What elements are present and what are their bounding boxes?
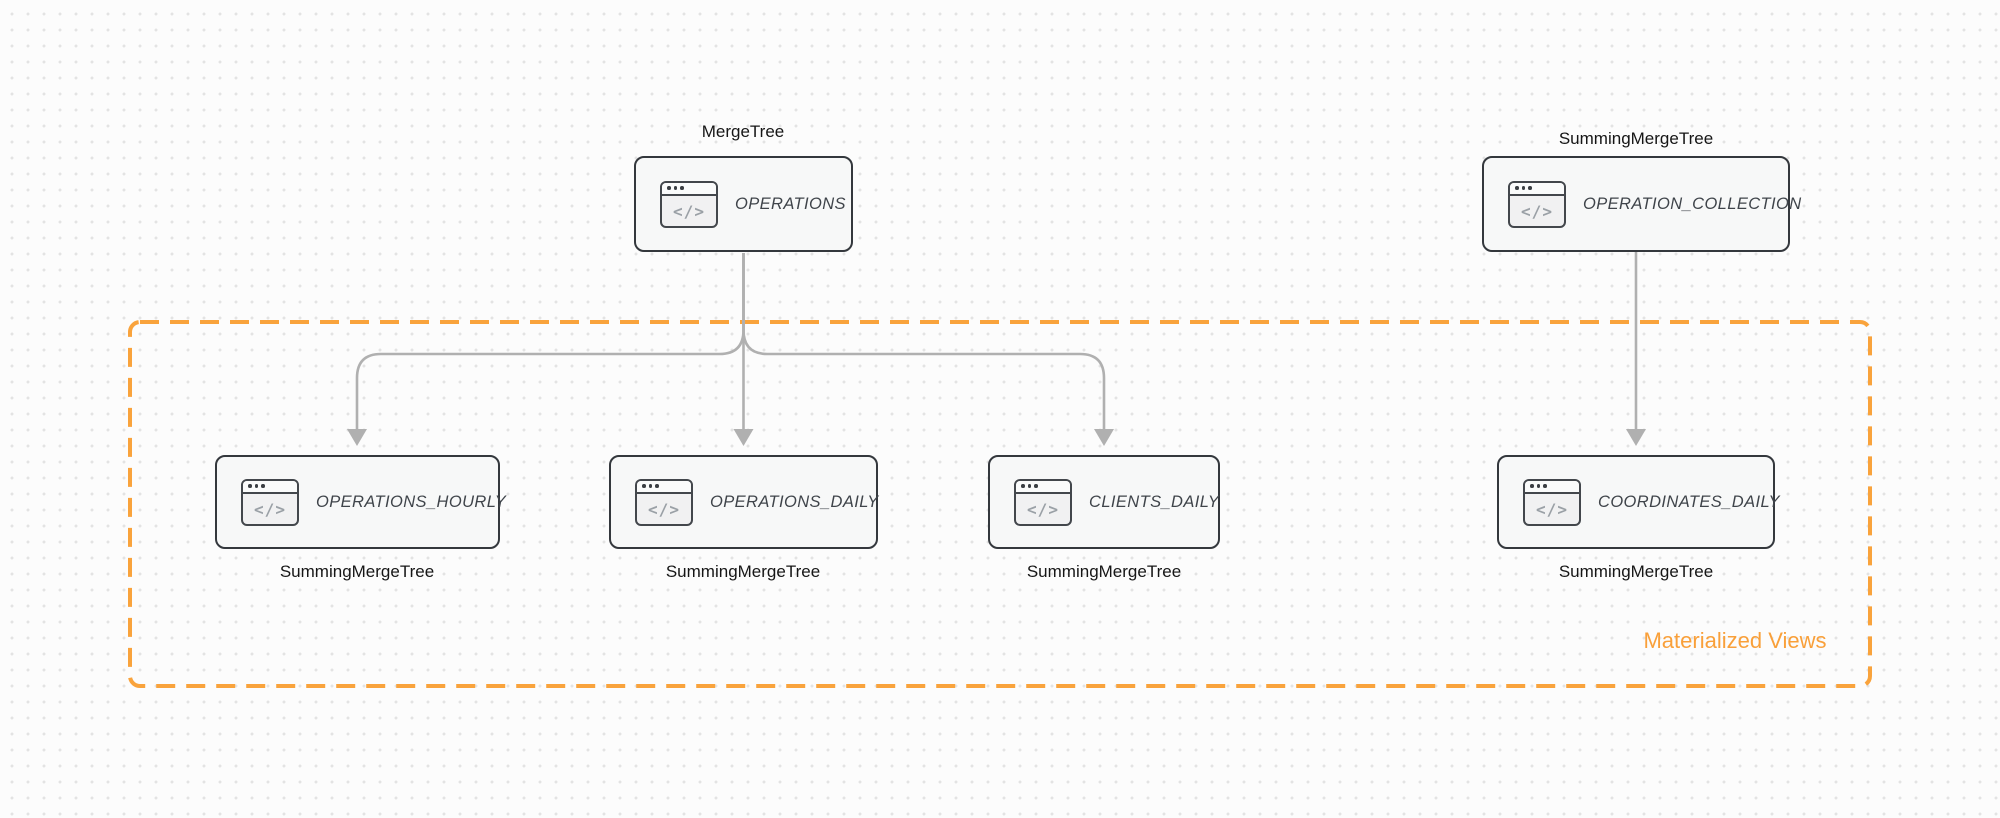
node-title: OPERATIONS_DAILY (710, 492, 879, 511)
arrowhead-daily (733, 429, 754, 446)
code-glyph: </> (254, 500, 286, 519)
node-title: OPERATIONS_HOURLY (316, 492, 507, 511)
code-window-icon: </> (660, 180, 718, 228)
node-title: OPERATIONS (735, 194, 846, 213)
engine-label-operations-daily: SummingMergeTree (665, 562, 821, 581)
engine-label-operations: MergeTree (701, 122, 785, 141)
arrow-operations-to-clients (742, 253, 1106, 429)
arrowhead-coordinates (1626, 429, 1646, 446)
node-title: COORDINATES_DAILY (1598, 492, 1780, 511)
code-window-icon: </> (241, 478, 299, 526)
code-glyph: </> (1521, 202, 1553, 221)
engine-label-operation-collection: SummingMergeTree (1558, 129, 1714, 148)
arrowhead-clients (1094, 429, 1114, 446)
code-window-icon: </> (635, 478, 693, 526)
window-dots (662, 182, 716, 196)
node-operation-collection[interactable]: </> OPERATION_COLLECTION (1482, 156, 1801, 252)
node-operations-hourly[interactable]: </> OPERATIONS_HOURLY (215, 455, 506, 549)
node-coordinates-daily[interactable]: </> COORDINATES_DAILY (1497, 455, 1780, 549)
window-dots (1510, 182, 1564, 196)
code-window-icon: </> (1523, 478, 1581, 526)
code-window-icon: </> (1014, 478, 1072, 526)
code-glyph: </> (648, 500, 680, 519)
window-dots (243, 480, 297, 494)
engine-label-operations-hourly: SummingMergeTree (279, 562, 435, 581)
node-title: OPERATION_COLLECTION (1583, 194, 1802, 213)
code-glyph: </> (1536, 500, 1568, 519)
code-window-icon: </> (1508, 180, 1566, 228)
arrow-operations-to-hourly (355, 253, 745, 429)
code-glyph: </> (673, 202, 705, 221)
engine-label-coordinates-daily: SummingMergeTree (1558, 562, 1714, 581)
node-operations-daily[interactable]: </> OPERATIONS_DAILY (609, 455, 878, 549)
node-clients-daily[interactable]: </> CLIENTS_DAILY (988, 455, 1220, 549)
node-operations[interactable]: </> OPERATIONS (634, 156, 853, 252)
window-dots (1016, 480, 1070, 494)
window-dots (1525, 480, 1579, 494)
window-dots (637, 480, 691, 494)
node-title: CLIENTS_DAILY (1089, 492, 1220, 511)
materialized-views-label: Materialized Views (1643, 628, 1827, 653)
engine-label-clients-daily: SummingMergeTree (1026, 562, 1182, 581)
code-glyph: </> (1027, 500, 1059, 519)
arrowhead-hourly (347, 429, 367, 446)
